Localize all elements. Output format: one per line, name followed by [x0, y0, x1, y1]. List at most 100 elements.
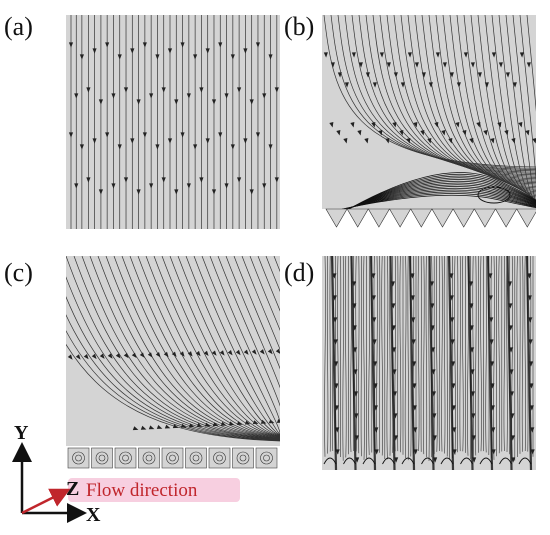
streamline-arrowhead [99, 353, 105, 359]
streamline [177, 256, 280, 436]
streamline-arrowhead [220, 421, 227, 426]
streamline [341, 193, 536, 210]
streamline-arrowhead [431, 391, 436, 397]
streamline-arrowhead [180, 42, 185, 48]
streamline-arrowhead [450, 317, 455, 323]
streamline-arrowhead [91, 353, 97, 360]
streamline [493, 256, 495, 460]
streamline-arrowhead [243, 349, 249, 355]
streamline [485, 256, 488, 453]
streamline [342, 256, 344, 461]
cavity-vortex [122, 454, 129, 462]
streamline-arrowhead [205, 48, 210, 54]
streamline-arrowhead [98, 99, 103, 105]
streamline-arrowhead [161, 87, 166, 93]
streamline-arrowhead [249, 189, 254, 195]
riblet-cavity [255, 447, 278, 469]
streamline-arrowhead [385, 138, 390, 144]
streamline [484, 15, 536, 198]
streamline-arrowhead [428, 82, 433, 88]
streamline [341, 187, 536, 211]
streamline-arrowhead [187, 351, 193, 357]
panel-label-a: (a) [4, 12, 33, 41]
streamline [341, 179, 536, 213]
streamline-arrowhead [228, 421, 235, 426]
riblet-cavity [138, 447, 160, 469]
streamline-arrowhead [67, 354, 73, 360]
streamline-arrowhead [352, 325, 357, 331]
streamline [273, 256, 280, 432]
cavity-vortex [169, 454, 176, 462]
streamline-arrowhead [86, 87, 91, 93]
streamline-arrowhead [420, 130, 425, 136]
streamline-arrowhead [354, 413, 359, 419]
streamline [506, 256, 508, 453]
streamline-arrowhead [148, 425, 155, 430]
streamline [241, 256, 280, 433]
streamline-arrowhead [441, 130, 446, 136]
streamline-arrowhead [394, 457, 399, 463]
streamline-arrowhead [105, 132, 110, 138]
wall-curl [362, 457, 376, 465]
streamline-arrowhead [353, 347, 358, 353]
streamline-arrowhead [262, 183, 267, 189]
streamline [435, 256, 438, 452]
streamline-arrowhead [512, 82, 517, 88]
streamline-arrowhead [211, 350, 217, 356]
streamline-arrowhead [430, 325, 435, 331]
streamline-arrowhead [448, 138, 453, 144]
streamline-arrowhead [204, 422, 211, 427]
cavity-vortex [213, 451, 226, 465]
streamline-arrowhead [155, 144, 160, 150]
streamline-arrowhead [431, 369, 436, 375]
streamline-arrowhead [171, 351, 177, 357]
streamline-bundle [330, 256, 338, 470]
wall-curl [421, 457, 434, 465]
streamline-arrowhead [532, 138, 536, 144]
streamline-arrowhead [432, 435, 437, 441]
streamline-arrowhead [484, 82, 489, 88]
streamline [233, 256, 280, 434]
streamline-bundle [369, 256, 377, 470]
streamline-arrowhead [508, 303, 513, 309]
streamline-arrowhead [414, 62, 419, 68]
streamline-arrowhead [111, 93, 116, 99]
streamline-arrowhead [488, 295, 493, 301]
streamline [330, 15, 536, 169]
streamline-arrowhead [442, 62, 447, 68]
flow-label-highlight [68, 478, 240, 502]
cavity-vortex [239, 454, 247, 462]
streamline-arrowhead [161, 177, 166, 183]
streamline-arrowhead [469, 303, 474, 309]
streamline [475, 256, 477, 456]
streamline [201, 256, 280, 435]
streamline-arrowhead [255, 132, 260, 138]
streamline-bundle [428, 256, 435, 470]
streamline-arrowhead [164, 424, 171, 429]
streamline-arrowhead [243, 138, 248, 144]
streamline [73, 256, 280, 440]
streamline-arrowhead [470, 391, 475, 397]
streamline-arrowhead [510, 435, 515, 441]
streamline-arrowhead [528, 317, 533, 323]
streamline-arrowhead [476, 122, 481, 128]
streamline-arrowhead [489, 317, 494, 323]
streamline-arrowhead [372, 82, 377, 88]
streamlines-a [68, 15, 279, 229]
riblet [367, 208, 390, 228]
streamline-arrowhead [195, 350, 201, 357]
streamline-arrowhead [354, 435, 359, 441]
streamline [421, 15, 536, 186]
streamlines-d [323, 256, 535, 470]
streamline-arrowhead [117, 144, 122, 150]
wall-curl [518, 457, 532, 465]
streamline [503, 256, 506, 452]
streamline-arrowhead [193, 54, 198, 60]
streamline-arrowhead [337, 72, 342, 78]
streamline-arrowhead [392, 347, 397, 353]
streamline-arrowhead [399, 130, 404, 136]
streamline-arrowhead [519, 52, 524, 58]
streamline [379, 256, 381, 453]
streamline-arrowhead [456, 82, 461, 88]
streamline-arrowhead [491, 52, 496, 58]
